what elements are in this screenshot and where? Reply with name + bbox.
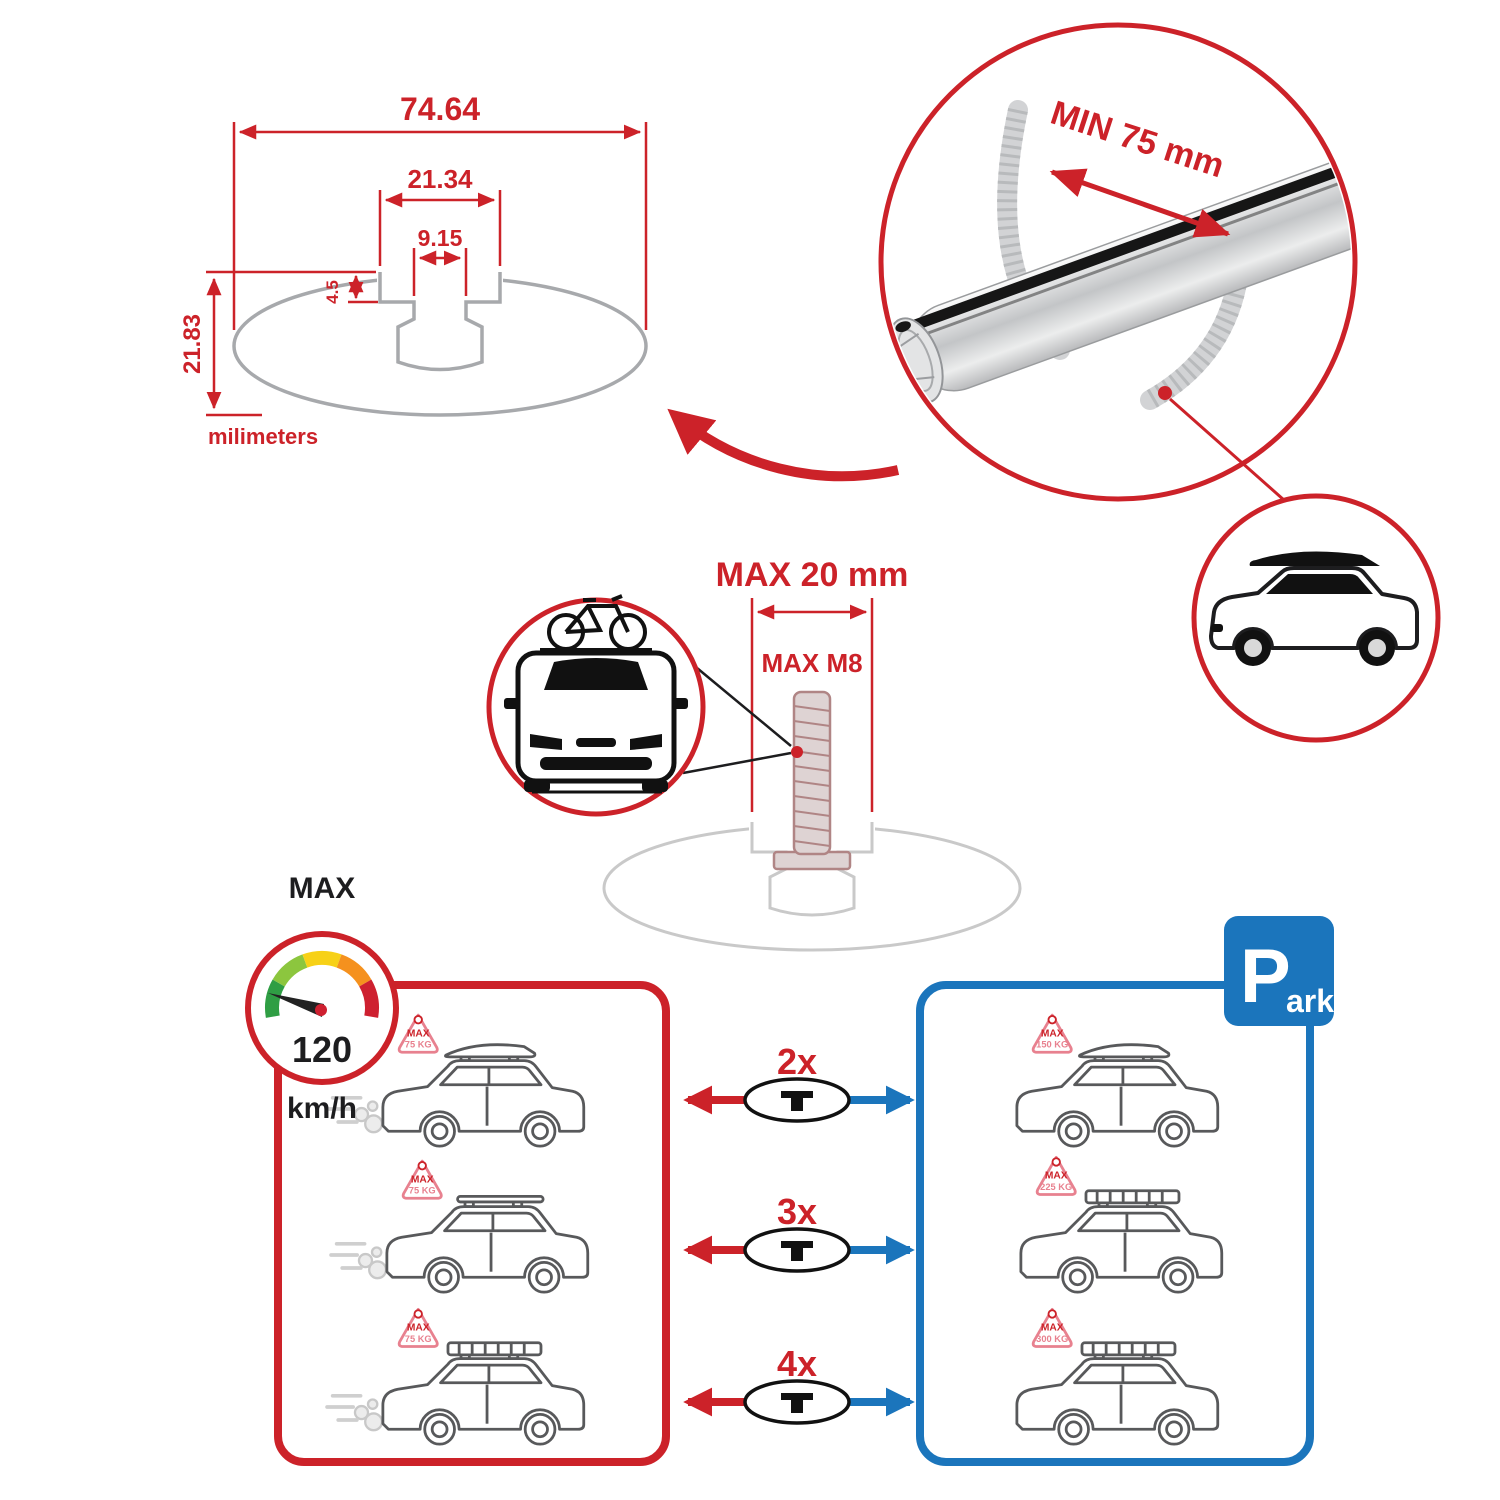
driving-car-3: MAX 75 KG	[325, 1307, 586, 1446]
dim-total-width: 74.64	[400, 91, 480, 127]
count-label: 3x	[777, 1191, 817, 1232]
badge-max-label: MAX	[407, 1323, 430, 1334]
dim-slot-inner: 9.15	[418, 225, 463, 251]
speed-unit: km/h	[287, 1092, 357, 1125]
speed-value: 120	[292, 1029, 352, 1070]
park-sign: P ark	[1224, 916, 1334, 1026]
suv-roofbox-circle	[1191, 493, 1441, 743]
load-badge: MAX 75 KG	[401, 1159, 443, 1200]
park-suffix: ark	[1286, 983, 1334, 1019]
parked-car-3: MAX 300 KG	[1015, 1307, 1220, 1446]
speed-limit: MAX 120 km/h	[245, 872, 399, 1125]
badge-max-label: MAX	[1041, 1323, 1064, 1334]
dim-total-height: 21.83	[179, 314, 206, 374]
units-label: milimeters	[208, 424, 318, 449]
badge-max-label: MAX	[1045, 1171, 1068, 1182]
load-badge: MAX 75 KG	[397, 1307, 439, 1348]
car-front-icon	[504, 648, 688, 794]
load-badge: MAX 225 KG	[1035, 1155, 1077, 1196]
pointer-lines	[682, 667, 792, 775]
car-front-circle	[486, 594, 792, 817]
dim-lip-depth: 4.5	[323, 280, 342, 304]
count-row-2x: 2x	[683, 1041, 915, 1123]
count-label: 4x	[777, 1343, 817, 1384]
dim-slot-outer: 21.34	[407, 164, 473, 194]
bolt-diagram: MAX 20 mm MAX M8	[602, 556, 1022, 952]
bolt-max-thread-label: MAX M8	[761, 648, 862, 678]
park-letter: P	[1240, 934, 1291, 1019]
count-label: 2x	[777, 1041, 817, 1082]
crossbar-closeup: MIN 75 mm	[878, 22, 1358, 518]
callout-dot	[1158, 386, 1172, 400]
driving-car-2: MAX 75 KG	[329, 1159, 590, 1294]
badge-load-label: 75 KG	[405, 1334, 432, 1344]
badge-load-label: 225 KG	[1040, 1182, 1072, 1192]
badge-max-label: MAX	[407, 1028, 430, 1039]
suv-with-roofbox-icon	[1209, 551, 1419, 666]
badge-load-label: 75 KG	[405, 1040, 432, 1050]
zoom-arrow	[667, 408, 900, 482]
bolt-max-diameter-label: MAX 20 mm	[716, 556, 909, 594]
badge-load-label: 75 KG	[409, 1186, 436, 1196]
badge-load-label: 300 KG	[1036, 1334, 1068, 1344]
count-row-3x: 3x	[683, 1191, 915, 1273]
badge-max-label: MAX	[411, 1174, 434, 1185]
badge-max-label: MAX	[1041, 1028, 1064, 1039]
cross-section-diagram: 74.64 21.34 9.15 4.5 21.83 milimeters	[179, 91, 648, 449]
load-badge: MAX 150 KG	[1031, 1013, 1073, 1054]
badge-load-label: 150 KG	[1036, 1040, 1068, 1050]
load-badge: MAX 75 KG	[397, 1013, 439, 1054]
t-slot-outline	[378, 272, 502, 372]
parked-car-2: MAX 225 KG	[1019, 1155, 1224, 1294]
callout-line	[1169, 397, 1303, 518]
count-row-4x: 4x	[683, 1343, 915, 1425]
parked-car-1: MAX 150 KG	[1015, 1013, 1220, 1148]
speed-max-label: MAX	[289, 872, 356, 905]
gauge-needle	[268, 993, 324, 1017]
driving-car-1: MAX 75 KG	[325, 1013, 586, 1148]
t-bolt-icon	[772, 690, 852, 871]
min-span-arrow	[1049, 168, 1231, 238]
load-badge: MAX 300 KG	[1031, 1307, 1073, 1348]
